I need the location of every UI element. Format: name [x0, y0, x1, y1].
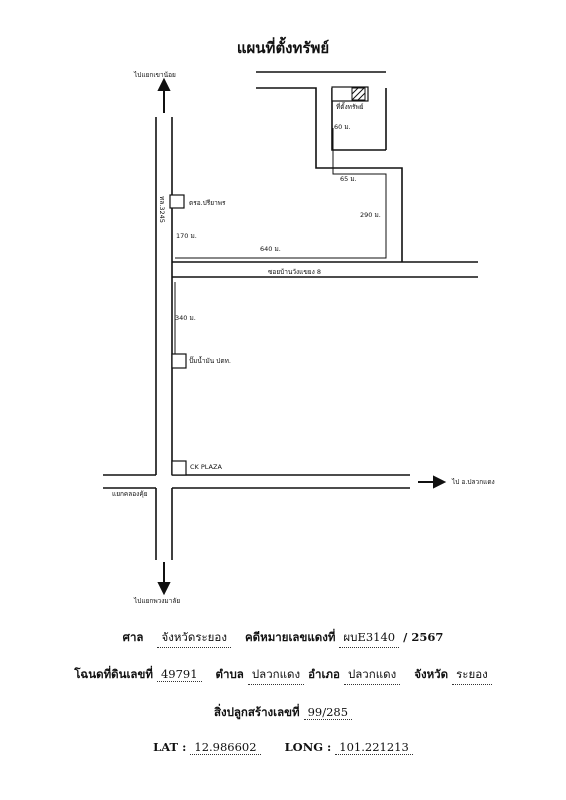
landmarks [169, 86, 369, 476]
label-to-north: ไปแยกเขาน้อย [134, 71, 176, 79]
police-box-icon [169, 194, 185, 209]
province-label: จังหวัด [414, 667, 449, 681]
amphoe-value: ปลวกแดง [343, 666, 401, 685]
deed-label: โฉนดที่ดินเลขที่ [74, 667, 153, 681]
case-value: ผบE3140 [339, 629, 400, 648]
deed-line: โฉนดที่ดินเลขที่ 49791 ตำบล ปลวกแดง อำเภ… [0, 666, 566, 685]
map-title: แผนที่ตั้งทรัพย์ [236, 39, 330, 57]
label-gas-station: ปั๊มน้ำมัน ปตท. [189, 357, 231, 365]
long-value: 101.221213 [335, 740, 413, 755]
label-highway: ทล.3245 [158, 196, 166, 223]
tambon-value: ปลวกแดง [247, 666, 305, 685]
building-value: 99/285 [303, 705, 353, 720]
amphoe-label: อำเภอ [308, 667, 340, 681]
court-value: จังหวัดระยอง [157, 629, 231, 648]
lat-value: 12.986602 [190, 740, 261, 755]
route-line [174, 128, 387, 355]
building-line: สิ่งปลูกสร้างเลขที่ 99/285 [0, 704, 566, 722]
label-to-south: ไปแยกพวงมาลัย [134, 597, 181, 605]
arrow-east-icon [433, 475, 447, 489]
cross-road [103, 474, 410, 489]
gas-station-icon [171, 353, 187, 369]
plaza-box-icon [171, 460, 187, 476]
distance-340m: 340 ม. [175, 314, 196, 322]
distance-60m: 60 ม. [334, 123, 351, 131]
direction-arrows [157, 77, 447, 596]
label-to-east: ไป อ.ปลวกแดง [452, 478, 495, 486]
distance-640m: 640 ม. [260, 245, 281, 253]
case-label: คดีหมายเลขแดงที่ [244, 630, 336, 644]
distance-170m: 170 ม. [176, 232, 197, 240]
distance-290m: 290 ม. [360, 211, 381, 219]
highway-road [155, 117, 173, 560]
court-label: ศาล [122, 630, 144, 644]
label-soi: ซอยบ้านวังแขยง 8 [268, 268, 321, 276]
deed-value: 49791 [156, 667, 202, 682]
distance-65m: 65 ม. [340, 175, 357, 183]
soi-road [172, 71, 478, 278]
province-value: ระยอง [452, 666, 492, 685]
label-police: ตรอ.ปรียาพร [189, 199, 226, 207]
label-junction-west: แยกคลองคุ้ย [112, 490, 148, 498]
arrow-south-icon [157, 582, 171, 596]
arrow-north-icon [157, 77, 171, 91]
coordinates-line: LAT : 12.986602 LONG : 101.221213 [0, 740, 566, 755]
lat-label: LAT : [153, 740, 187, 754]
building-label: สิ่งปลูกสร้างเลขที่ [213, 705, 300, 719]
case-year: / 2567 [403, 630, 444, 644]
property-marker-icon [351, 87, 366, 101]
long-label: LONG : [284, 740, 332, 754]
label-plaza: CK PLAZA [190, 463, 222, 471]
label-property: ที่ตั้งทรัพย์ [336, 103, 364, 111]
court-line: ศาล จังหวัดระยอง คดีหมายเลขแดงที่ ผบE314… [0, 629, 566, 648]
tambon-label: ตำบล [215, 667, 244, 681]
